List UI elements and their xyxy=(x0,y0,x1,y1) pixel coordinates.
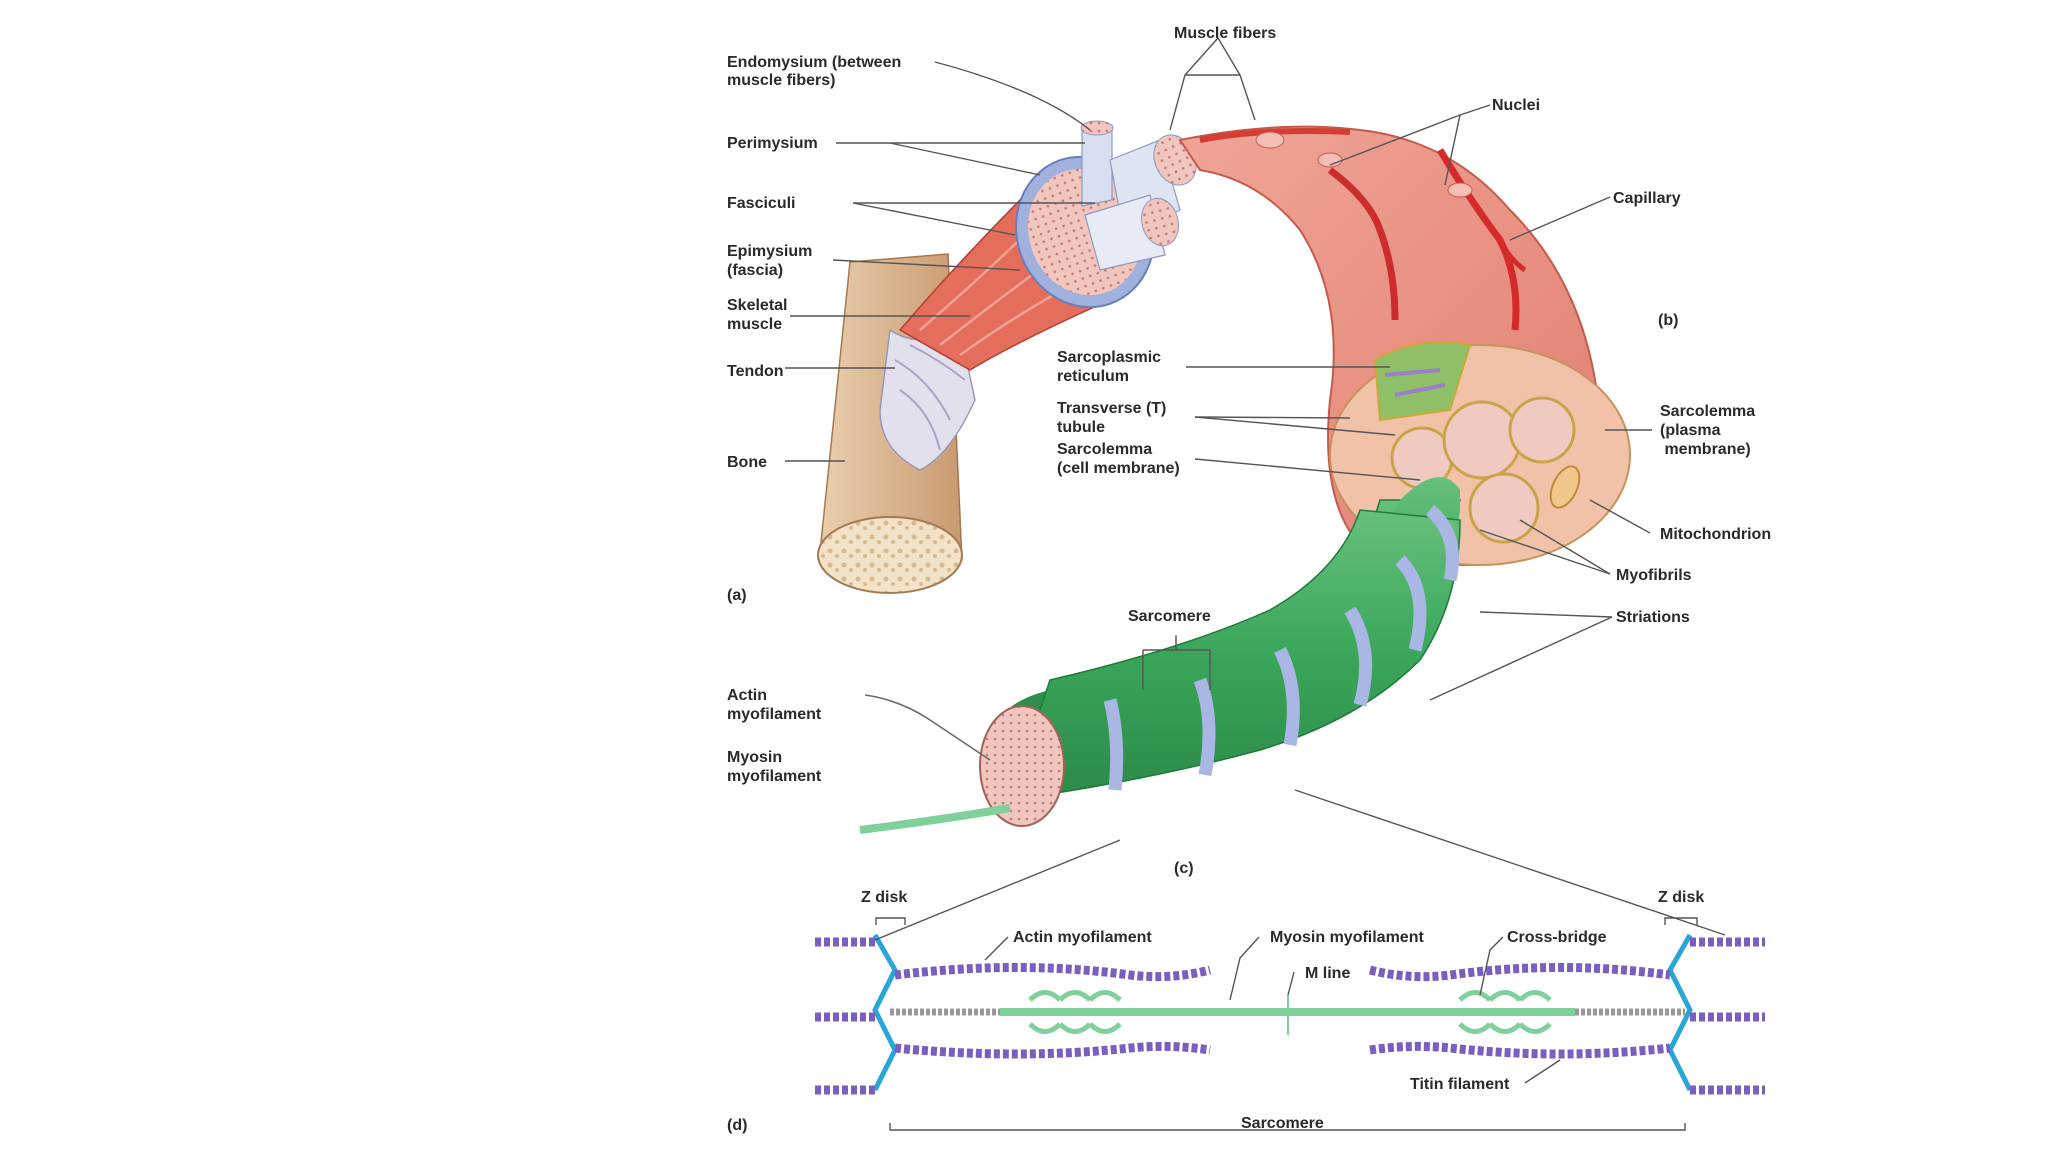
label-myofibrils: Myofibrils xyxy=(1616,567,1692,584)
label-transverse-tubule: Transverse (T)tubule xyxy=(1057,400,1166,436)
label-sarcolemma-cell: Sarcolemma(cell membrane) xyxy=(1057,441,1180,477)
z-disk-right xyxy=(1667,933,1693,1092)
label-z-disk-right: Z disk xyxy=(1658,889,1704,906)
label-myosin-myofilament-d: Myosin myofilament xyxy=(1270,929,1424,946)
label-bone: Bone xyxy=(727,454,767,471)
label-z-disk-left: Z disk xyxy=(861,889,907,906)
myofibril-stripes xyxy=(1103,505,1459,791)
label-capillary: Capillary xyxy=(1613,190,1681,207)
tendon-illustration xyxy=(879,328,976,471)
sarcomere-detail xyxy=(815,933,1765,1095)
label-perimysium: Perimysium xyxy=(727,135,818,152)
actin-filaments xyxy=(815,937,1765,1095)
myofibril-illustration xyxy=(859,477,1461,834)
label-m-line: M line xyxy=(1305,965,1350,982)
myosin-filament xyxy=(1000,990,1575,1035)
label-fasciculi: Fasciculi xyxy=(727,195,795,212)
leader-lines xyxy=(785,37,1726,1131)
label-panel-c: (c) xyxy=(1174,860,1194,877)
label-cross-bridge: Cross-bridge xyxy=(1507,929,1607,946)
label-actin-myofilament-d: Actin myofilament xyxy=(1013,929,1152,946)
label-sarcomere-bottom: Sarcomere xyxy=(1241,1115,1324,1132)
label-sarcomere-top: Sarcomere xyxy=(1128,608,1211,625)
fiber-cross-section xyxy=(1329,341,1631,566)
label-panel-d: (d) xyxy=(727,1117,747,1134)
label-sarcolemma-plasma: Sarcolemma(plasma membrane) xyxy=(1660,403,1755,458)
skeletal-muscle-illustration xyxy=(898,155,1155,371)
label-mitochondrion: Mitochondrion xyxy=(1660,526,1771,543)
label-epimysium: Epimysium(fascia) xyxy=(727,243,812,279)
label-panel-b: (b) xyxy=(1658,312,1678,329)
label-muscle-fibers: Muscle fibers xyxy=(1174,25,1276,42)
label-panel-a: (a) xyxy=(727,587,747,604)
z-disk-left xyxy=(872,933,898,1092)
label-striations: Striations xyxy=(1616,609,1690,626)
label-tendon: Tendon xyxy=(727,363,784,380)
label-titin-filament: Titin filament xyxy=(1410,1076,1510,1093)
label-nuclei: Nuclei xyxy=(1492,97,1540,114)
